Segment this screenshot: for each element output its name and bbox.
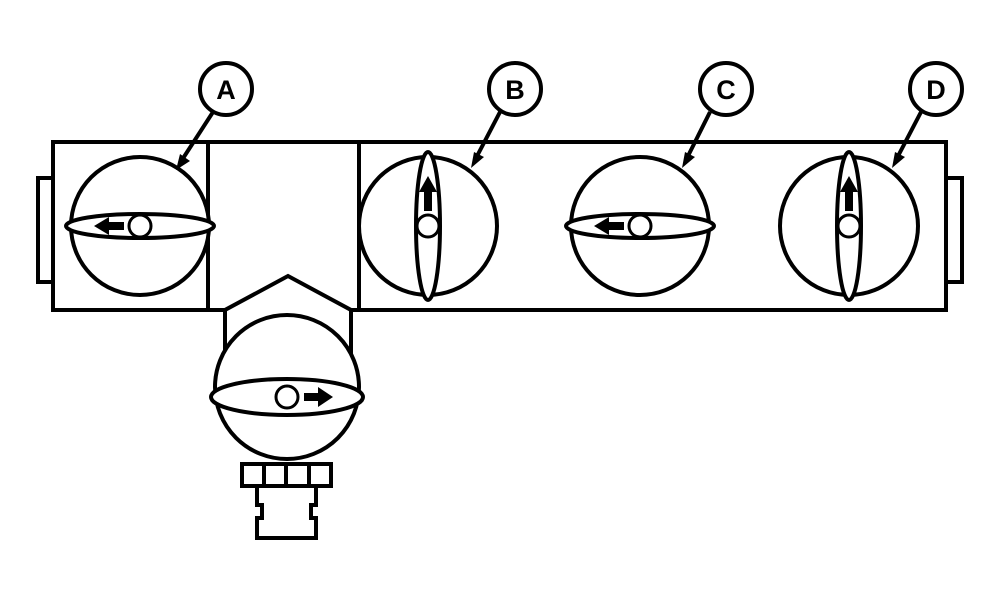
leader-arrowhead-d: [892, 152, 905, 168]
leader-line-a: [178, 110, 215, 165]
callout-d: D: [908, 61, 964, 117]
valve-c-arrow-left-icon: [594, 217, 624, 235]
leader-arrowhead-c: [682, 152, 695, 168]
valve-d: [778, 150, 920, 302]
valve-c: [564, 155, 716, 297]
valve-b-pivot: [415, 213, 441, 239]
callout-c-circle: [698, 61, 754, 117]
callout-d-circle: [908, 61, 964, 117]
bottom-valve-pivot: [274, 384, 300, 410]
callout-a-circle: [198, 61, 254, 117]
valve-a-arrow-left-icon: [94, 217, 124, 235]
right-end-cap: [944, 176, 964, 284]
valve-d-arrow-up-icon: [840, 176, 858, 211]
callout-d-label: D: [926, 75, 946, 105]
callout-c: C: [698, 61, 754, 117]
callout-a: A: [198, 61, 254, 117]
leader-line-d: [894, 111, 923, 161]
callout-b-circle: [487, 61, 543, 117]
valve-a-pivot: [127, 213, 153, 239]
callout-b-label: B: [505, 75, 525, 105]
bottom-valve-arrow-right-icon: [304, 387, 333, 407]
valve-b-arrow-up-icon: [419, 176, 437, 211]
valve-c-pivot: [627, 213, 653, 239]
leader-arrowhead-a: [176, 154, 190, 170]
valve-d-pivot: [836, 213, 862, 239]
hose-connector: [255, 484, 318, 540]
callout-c-label: C: [716, 75, 736, 105]
valve-b: [357, 150, 499, 302]
leader-arrowhead-b: [471, 152, 484, 168]
callout-b: B: [487, 61, 543, 117]
leader-line-b: [473, 111, 502, 161]
leader-line-c: [684, 111, 712, 161]
valve-a: [64, 155, 216, 297]
callout-a-label: A: [216, 75, 236, 105]
